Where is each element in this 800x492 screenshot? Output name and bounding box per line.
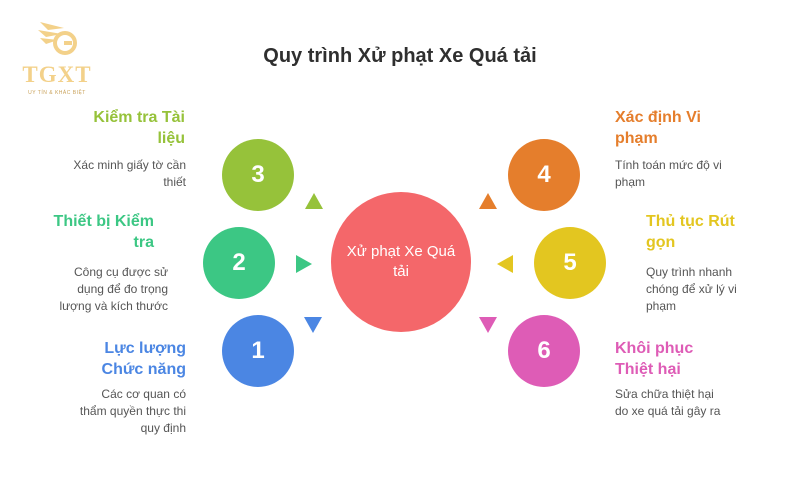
step-6-number: 6: [537, 337, 551, 364]
step-5-number: 5: [563, 249, 577, 276]
step-5-title: Thủ tục Rút gọn: [646, 213, 735, 251]
logo-name: TGXT: [22, 62, 92, 87]
step-1-arrow-down-icon: [304, 317, 322, 333]
step-3-arrow-up-icon: [305, 193, 323, 209]
step-1-number: 1: [251, 337, 265, 364]
step-6-title: Khôi phục Thiệt hại: [615, 340, 694, 378]
step-6-circle: 6: [508, 315, 580, 387]
step-5-circle: 5: [534, 227, 606, 299]
logo-slogan: UY TÍN & KHÁC BIỆT: [28, 90, 86, 96]
center-label: Xử phạt Xe Quá tải: [346, 243, 456, 280]
step-3-title: Kiểm tra Tài liệu: [93, 109, 185, 147]
step-4-title: Xác định Vi phạm: [615, 109, 701, 147]
step-3-number: 3: [251, 161, 265, 188]
step-4-circle: 4: [508, 139, 580, 211]
step-2-number: 2: [232, 249, 246, 276]
step-1-title: Lực lượng Chức năng: [101, 340, 186, 378]
step-5-arrow-left-icon: [497, 255, 513, 273]
logo-wing-icon: [38, 22, 77, 55]
step-4-arrow-up-icon: [479, 193, 497, 209]
step-1-circle: 1: [222, 315, 294, 387]
step-3-circle: 3: [222, 139, 294, 211]
step-2-arrow-right-icon: [296, 255, 312, 273]
step-2-title: Thiết bị Kiểm tra: [53, 213, 154, 251]
step-4-description: Tính toán mức độ vi phạm: [615, 158, 722, 189]
step-4-number: 4: [537, 161, 551, 188]
step-5-description: Quy trình nhanh chóng để xử lý vi phạm: [646, 265, 737, 313]
step-3-description: Xác minh giấy tờ cần thiết: [73, 158, 186, 189]
step-6-description: Sửa chữa thiệt hại do xe quá tải gây ra: [615, 387, 721, 418]
logo: TGXT UY TÍN & KHÁC BIỆT: [14, 16, 100, 98]
step-6-arrow-down-icon: [479, 317, 497, 333]
step-2-circle: 2: [203, 227, 275, 299]
step-1-description: Các cơ quan có thẩm quyền thực thi quy đ…: [79, 387, 186, 435]
diagram-title: Quy trình Xử phạt Xe Quá tải: [263, 45, 537, 67]
center-circle: Xử phạt Xe Quá tải: [331, 192, 471, 332]
step-2-description: Công cụ được sử dụng để đo trọng lượng v…: [59, 265, 168, 313]
